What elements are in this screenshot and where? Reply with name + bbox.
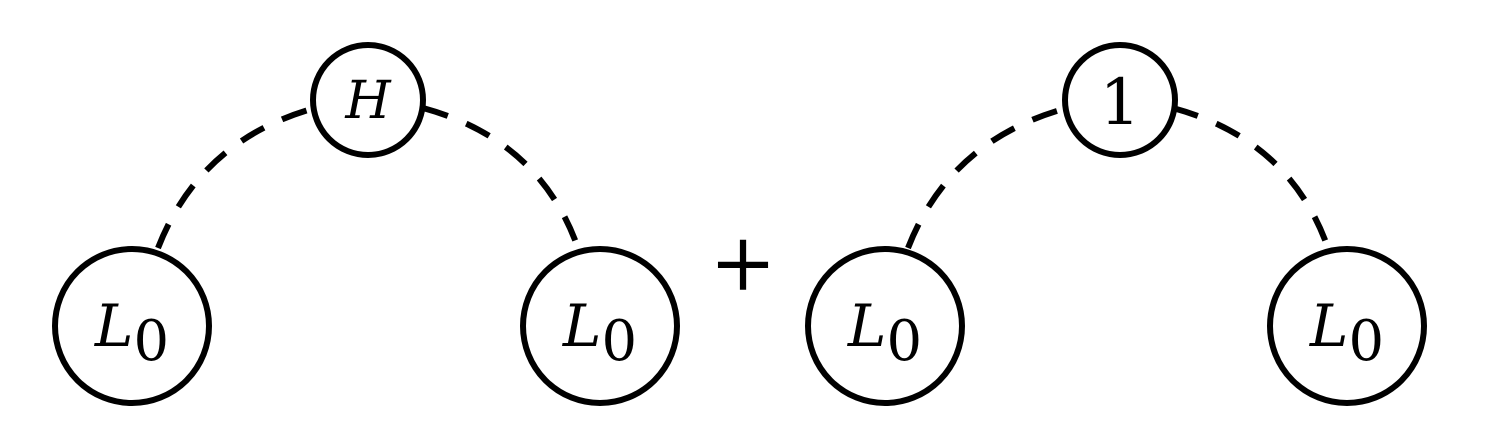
right-node-label: L0 — [1309, 292, 1384, 374]
right-node-label: L0 — [562, 292, 637, 374]
left-node: L0 — [52, 246, 212, 406]
dashed-arc-right — [422, 105, 581, 249]
top-node-label: H — [344, 71, 392, 131]
plus-operator: + — [709, 216, 776, 309]
left-node-label: L0 — [847, 292, 922, 374]
right-node: L0 — [520, 246, 680, 406]
left-node-label: L0 — [94, 292, 169, 374]
top-node: 1 — [1062, 42, 1178, 158]
diagram-1: H L0 L0 — [52, 42, 680, 406]
right-node: L0 — [1267, 246, 1427, 406]
top-node: H — [310, 42, 426, 158]
dashed-arc-left — [155, 105, 316, 250]
dashed-arc-left — [905, 105, 1068, 250]
dashed-arc-right — [1172, 105, 1331, 249]
diagram-2: 1 L0 L0 — [805, 42, 1427, 406]
left-node: L0 — [805, 246, 965, 406]
top-node-label: 1 — [1100, 66, 1141, 140]
